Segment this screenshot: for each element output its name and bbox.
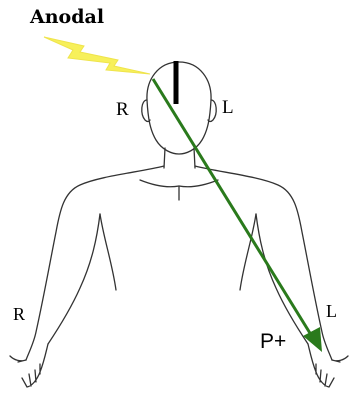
hand-right-label: R bbox=[13, 305, 25, 323]
p-vector-arrowhead bbox=[303, 327, 322, 352]
anodal-label: Anodal bbox=[30, 8, 104, 27]
right-hand bbox=[10, 344, 48, 387]
hand-left-label: L bbox=[326, 302, 337, 320]
left-arm-inner bbox=[256, 214, 308, 344]
right-shoulder-arm bbox=[26, 166, 164, 360]
head-right-label: R bbox=[116, 100, 129, 119]
head-outline bbox=[147, 62, 211, 154]
torso-right-side bbox=[100, 214, 116, 290]
head-left-label: L bbox=[222, 98, 234, 117]
lightning-bolt-icon bbox=[44, 37, 150, 74]
p-vector-label: P+ bbox=[260, 331, 286, 352]
